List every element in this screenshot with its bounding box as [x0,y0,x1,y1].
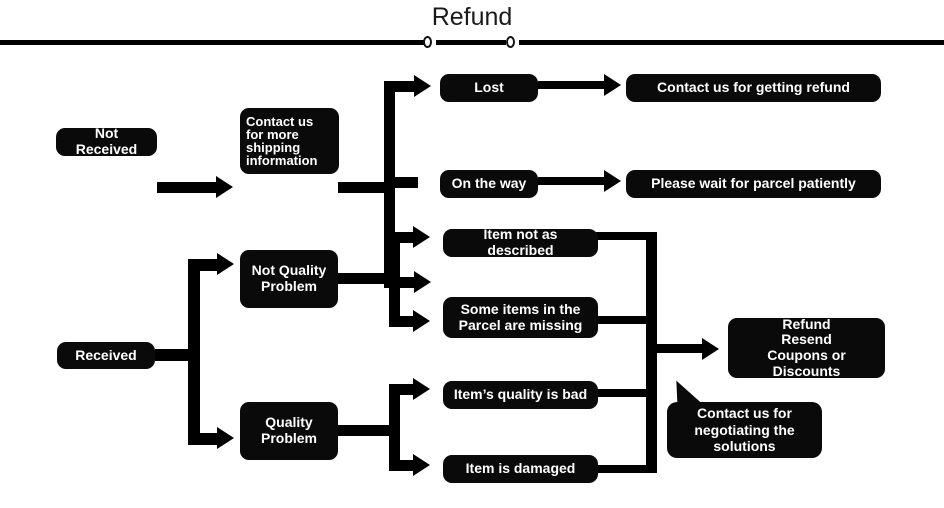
node-contact-refund[interactable]: Contact us for getting refund [626,74,881,102]
edge-not-quality-to-described [389,232,417,243]
header-node-dot-left [423,36,432,48]
arrowhead-to-on-the-way [414,271,431,293]
node-negotiate-callout[interactable]: Contact us for negotiating the solutions [667,402,822,458]
node-refund-resend[interactable]: Refund Resend Coupons or Discounts [728,316,885,379]
arrowhead-to-quality [217,427,234,449]
edge-not-quality-to-missing [389,316,417,327]
edge-on-the-way-to-wait-parcel [538,177,610,185]
edge-merge-rail [646,232,657,473]
node-item-damaged[interactable]: Item is damaged [443,455,598,483]
edge-split-to-lost [384,81,418,92]
edge-merge-to-refund [653,344,708,353]
edge-split-to-on-the-way-stub [384,177,418,188]
node-items-missing[interactable]: Some items in the Parcel are missing [443,297,598,338]
arrowhead-to-contact-shipping [216,176,233,198]
edge-split-to-on-the-way [384,277,418,288]
edge-split-to-quality [188,433,221,445]
header-node-dot-right [506,36,515,48]
arrowhead-to-refund-resend [702,338,719,360]
edge-bad-to-merge [596,389,654,397]
node-wait-parcel[interactable]: Please wait for parcel patiently [626,170,881,198]
page-title: Refund [431,3,513,31]
edge-split-to-not-quality [188,259,221,271]
edge-missing-to-merge [596,316,654,324]
arrowhead-to-wait-parcel [604,170,621,192]
edge-not-quality-trunk [338,273,400,284]
header-rule-middle [436,40,506,45]
node-received[interactable]: Received [57,342,155,369]
edge-received-split-down [188,349,200,445]
edge-quality-to-bad [389,384,417,395]
node-on-the-way[interactable]: On the way [440,170,538,198]
arrowhead-to-contact-refund [604,74,621,96]
edge-quality-trunk [338,425,400,436]
arrowhead-to-lost [414,75,431,97]
arrowhead-to-items-missing [413,310,430,332]
node-lost[interactable]: Lost [440,74,538,102]
arrowhead-to-item-damaged [413,454,430,476]
edge-received-split-up [188,259,200,361]
node-quality-problem[interactable]: Quality Problem [240,402,338,460]
edge-described-to-merge [596,232,654,240]
edge-quality-to-damaged [389,460,417,471]
arrowhead-to-quality-bad [413,378,430,400]
edge-not-quality-split-down [389,273,400,327]
edge-lost-to-contact-refund [538,81,610,89]
node-quality-bad[interactable]: Item’s quality is bad [443,381,598,409]
edge-not-received-to-contact-shipping [157,182,219,193]
edge-quality-split-down [389,425,400,471]
edge-contact-shipping-split-up [384,81,395,193]
node-not-received[interactable]: Not Received [56,125,157,157]
edge-quality-split-up [389,384,400,436]
flowchart-canvas: Not Received Contact us for more shippin… [0,47,944,508]
edge-contact-shipping-trunk [338,182,394,193]
node-not-as-described[interactable]: Item not as described [443,226,598,258]
edge-damaged-to-merge [596,465,654,473]
node-contact-shipping[interactable]: Contact us for more shipping information [240,108,339,174]
arrowhead-to-not-quality [217,253,234,275]
page-header: Refund [0,0,944,48]
edge-not-quality-split-up [389,232,400,284]
header-rule-right [519,40,944,45]
arrowhead-to-not-as-described [413,226,430,248]
node-not-quality-problem[interactable]: Not Quality Problem [240,250,338,308]
header-rule-left [0,40,424,45]
